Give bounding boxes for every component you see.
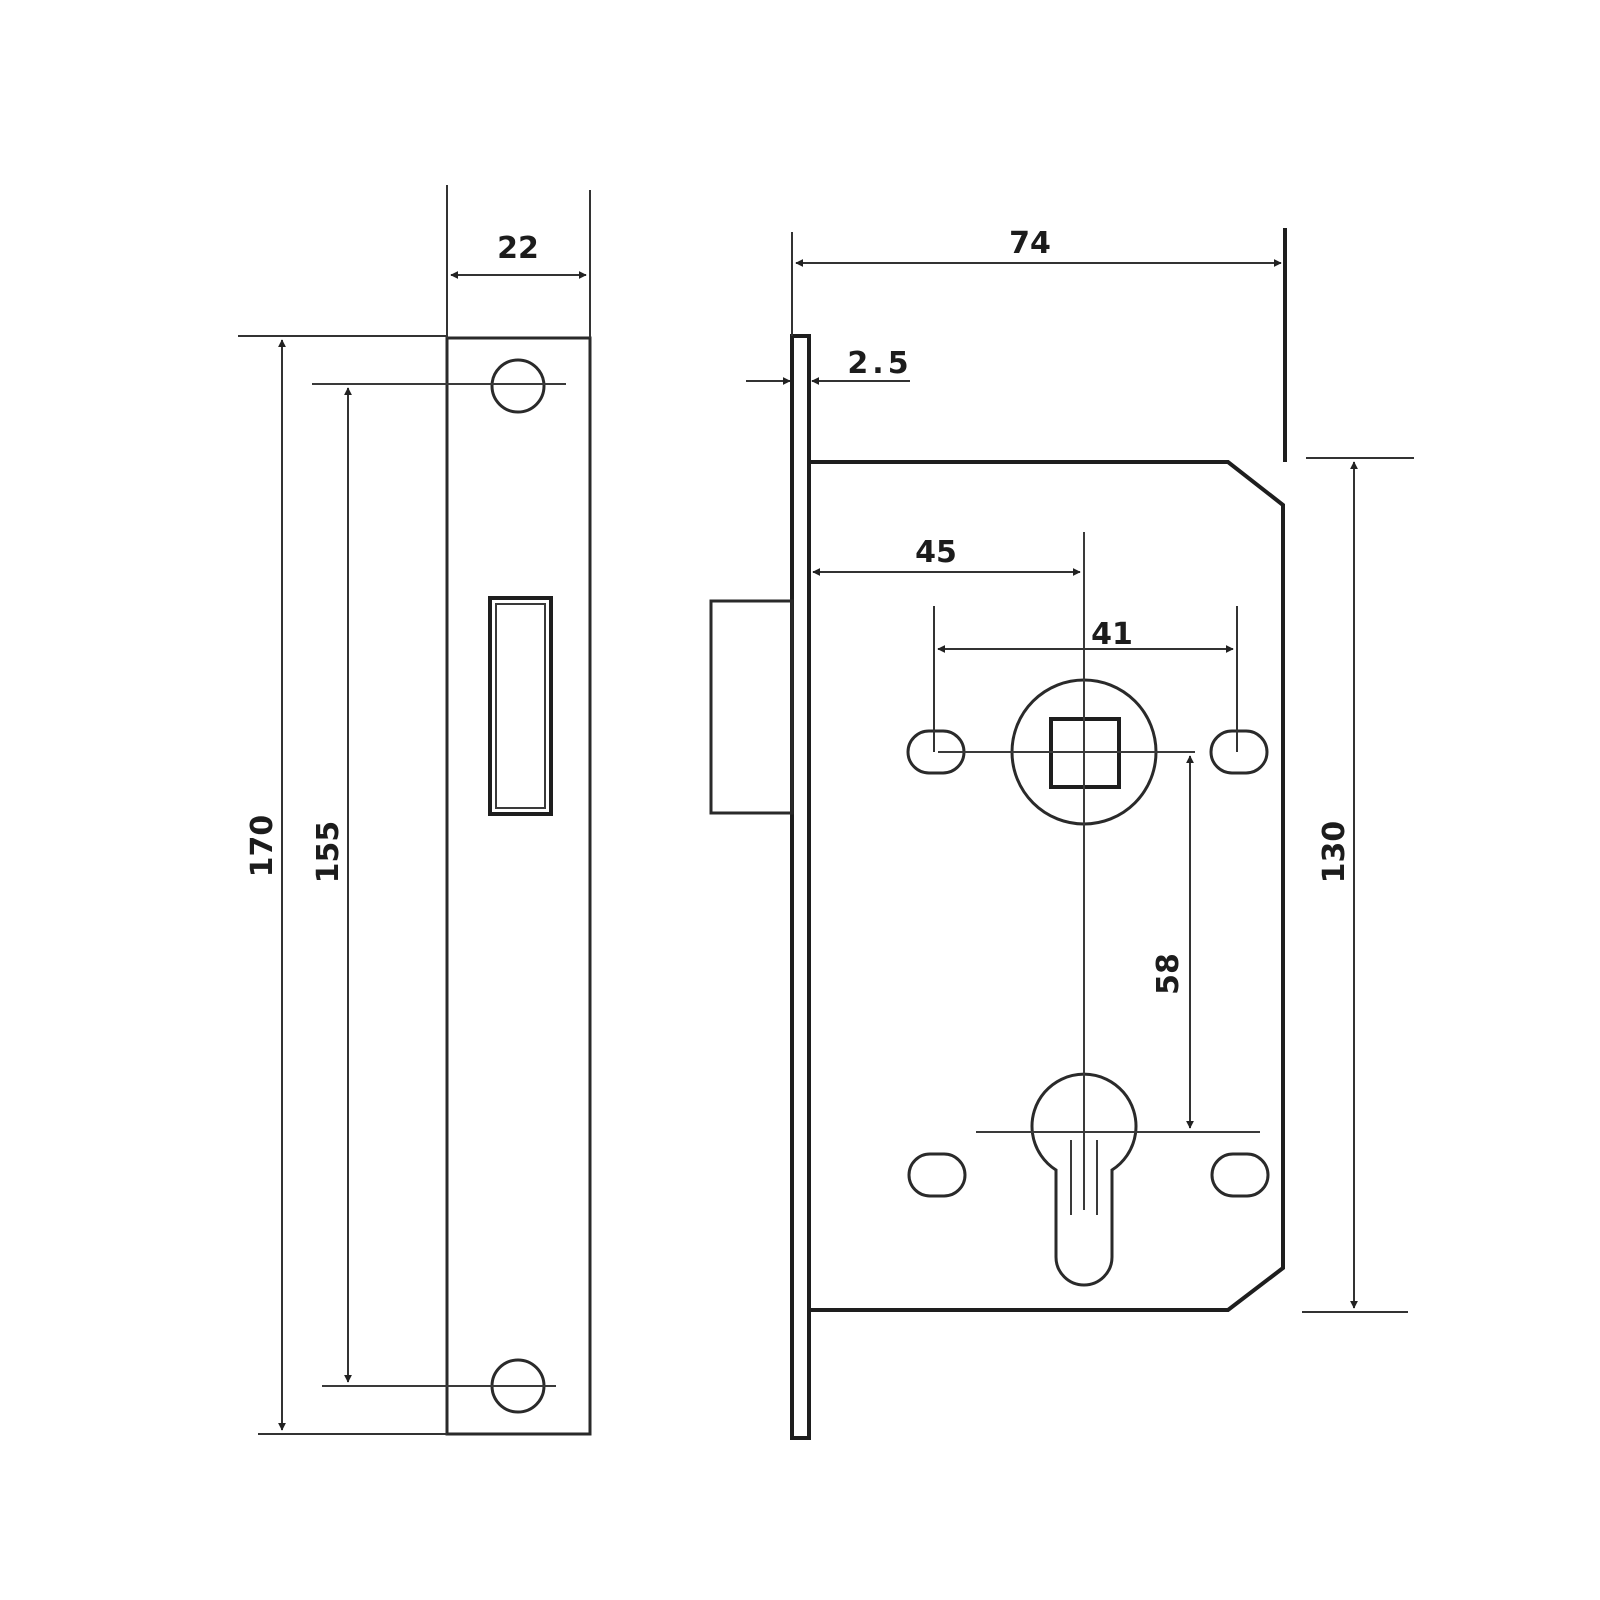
dimension-faceplate-height: 170 [238,335,447,1435]
faceplate-outline [445,336,592,1436]
dimension-center-distance: 58 [1151,755,1194,1129]
lock-case-outline [809,460,1285,1312]
plate-thickness-label: 2.5 [847,346,912,381]
dimension-hole-spacing: 41 [933,606,1238,752]
lock-body-side-view [709,232,1285,1440]
bolt-slot-inner [495,603,546,809]
backset-label: 45 [915,535,957,570]
faceplate-front-view [312,336,592,1436]
case-depth-label: 74 [1009,226,1051,261]
fixing-hole-upper-right [1209,729,1269,775]
forend-plate [790,334,811,1440]
cylinder-cutout [1030,1072,1138,1287]
dimension-backset: 45 [812,535,1081,576]
faceplate-height-label: 170 [245,815,280,878]
hole-spacing-label: 41 [1091,617,1133,652]
faceplate-width-label: 22 [497,231,539,266]
fixing-hole-lower-right [1210,1152,1270,1198]
center-distance-label: 58 [1151,953,1186,995]
dimension-plate-thickness: 2.5 [746,346,912,385]
screw-spacing-label: 155 [311,821,346,884]
fixing-hole-lower-left [907,1152,967,1198]
case-height-label: 130 [1317,821,1352,884]
top-screw-hole [490,358,546,414]
dimension-case-height: 130 [1302,457,1414,1313]
dimension-screw-spacing: 155 [311,387,352,1383]
dimension-faceplate-width: 22 [446,185,591,338]
bolt-slot-outer [488,596,553,816]
latch-bolt [709,599,794,815]
dimension-case-depth: 74 [795,226,1287,462]
